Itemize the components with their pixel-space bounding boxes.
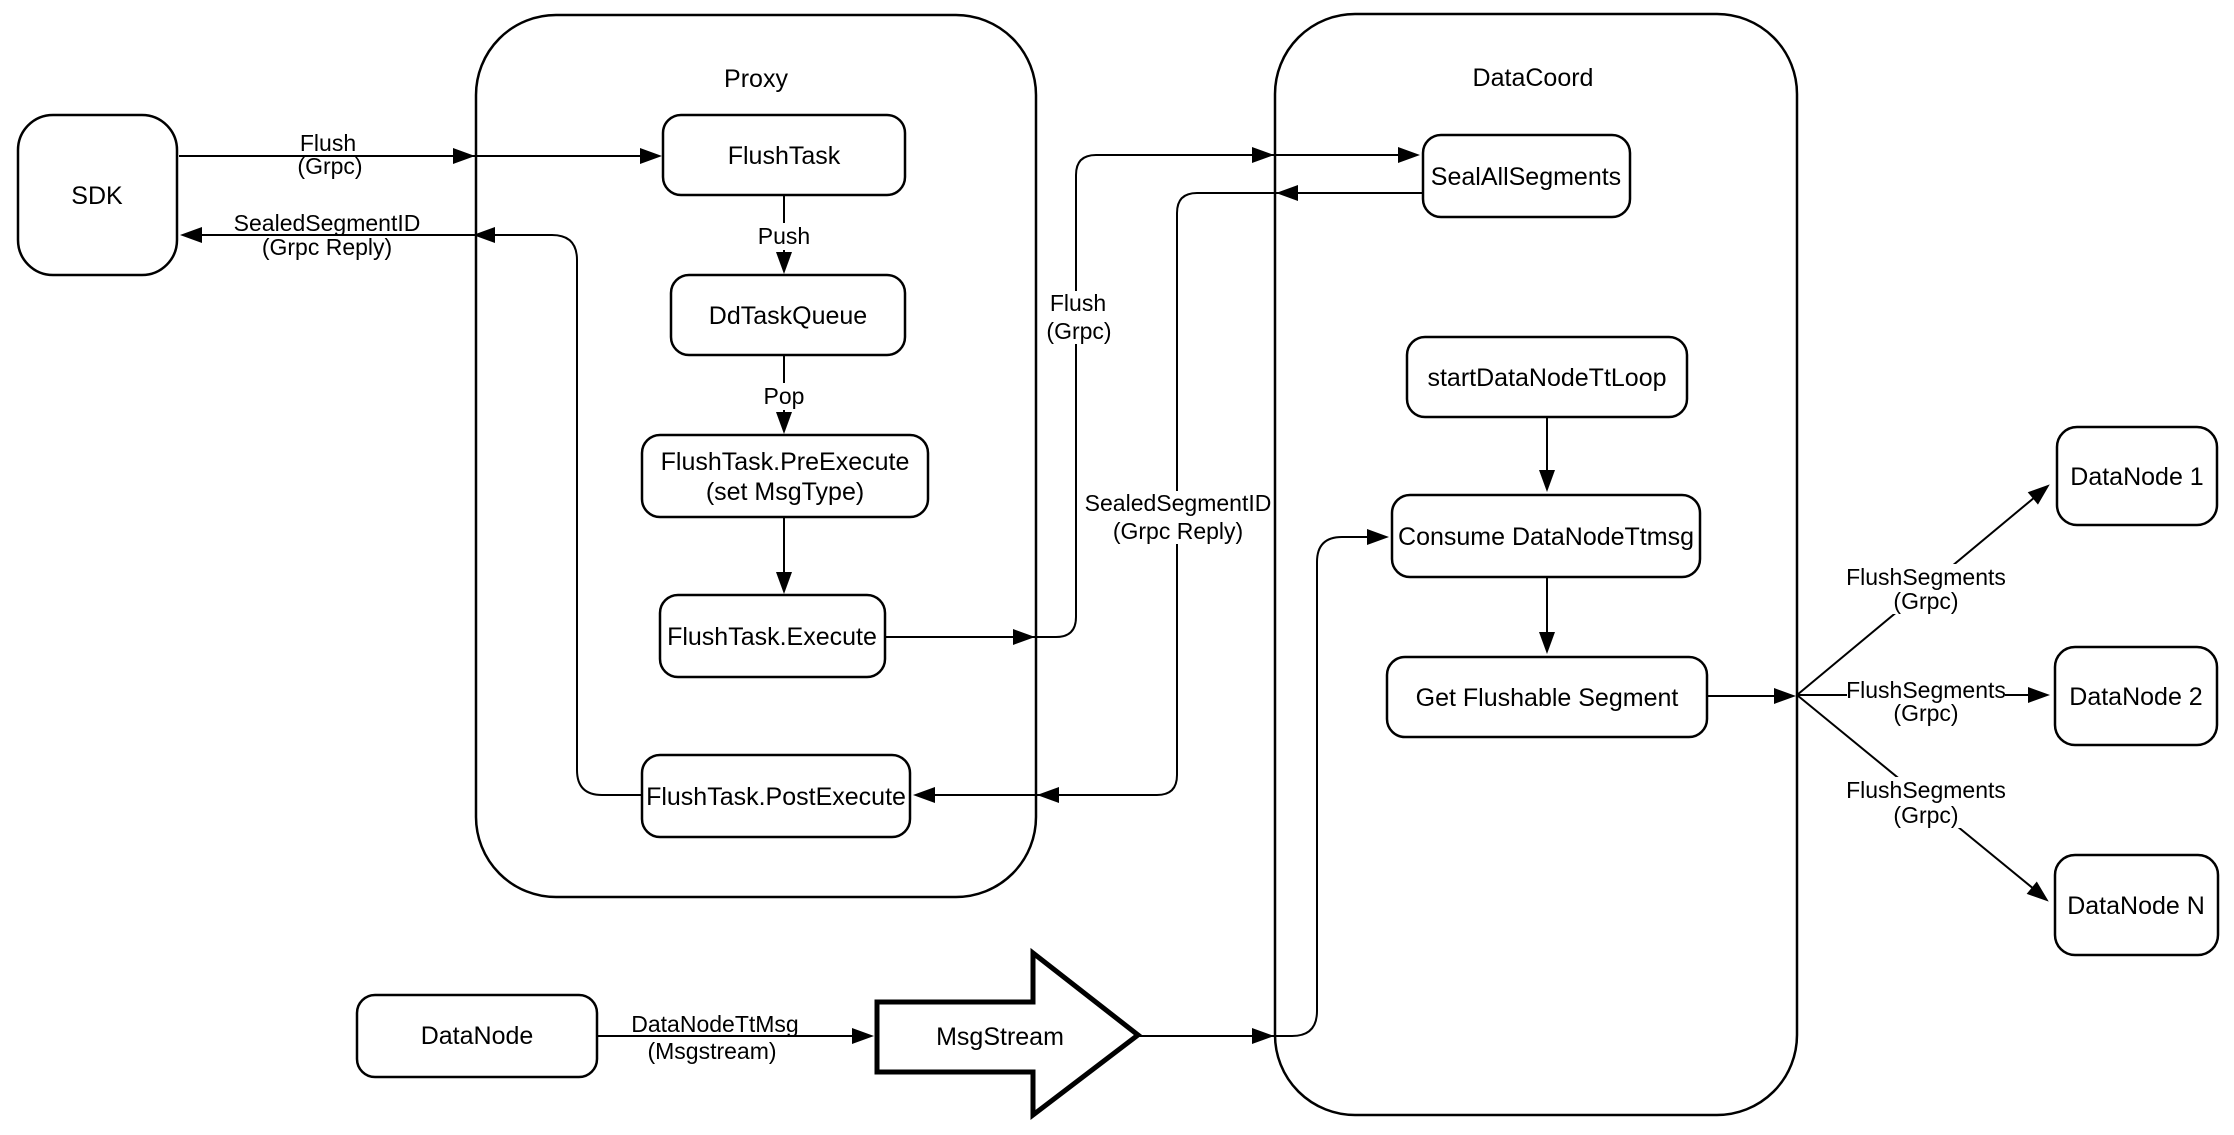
edge-label-sealed-mid-line2: (Grpc Reply) — [1113, 518, 1243, 544]
arrowhead-icon — [1367, 529, 1389, 545]
ddtaskqueue-label: DdTaskQueue — [709, 302, 867, 330]
edge-label-flushsegments1-line2: (Grpc) — [1893, 588, 1958, 614]
edge-label-flush-sdk-line2: (Grpc) — [297, 153, 362, 179]
edge-label-flush-sdk-line1: Flush — [300, 130, 356, 156]
label-bg — [1847, 564, 2005, 614]
proxy-container — [474, 13, 1038, 899]
edge-label-datanodettmsg-line2: (Msgstream) — [647, 1038, 776, 1064]
arrowhead-icon — [1774, 688, 1796, 704]
node-postexecute — [640, 753, 912, 839]
edge-label-sealed-sdk-line2: (Grpc Reply) — [262, 234, 392, 260]
edge-msgstream-consume — [1138, 536, 1386, 1037]
edge-label-flush-mid-line1: Flush — [1050, 290, 1106, 316]
preexecute-label-line2: (set MsgType) — [706, 478, 864, 506]
edge-label-sealed-sdk-line1: SealedSegmentID — [234, 210, 421, 236]
msgstream-label: MsgStream — [936, 1023, 1064, 1051]
edge-label-flushsegments3-line1: FlushSegments — [1846, 777, 2006, 803]
datanoden-label: DataNode N — [2067, 892, 2205, 920]
edge-label-pop: Pop — [764, 383, 805, 409]
arrowhead-icon — [180, 227, 202, 243]
arrowhead-icon — [852, 1028, 874, 1044]
datanode2-label: DataNode 2 — [2069, 683, 2202, 711]
node-getflushablesegment — [1385, 655, 1709, 739]
datanode1-label: DataNode 1 — [2070, 463, 2203, 491]
postexecute-label: FlushTask.PostExecute — [646, 783, 906, 811]
arrowhead-icon — [1252, 1028, 1274, 1044]
node-ddtaskqueue — [669, 273, 907, 357]
arrowhead-icon — [1252, 147, 1274, 163]
label-bg — [1043, 291, 1115, 344]
node-datanode1 — [2055, 425, 2219, 527]
arrowhead-icon — [913, 787, 935, 803]
label-bg — [1847, 677, 2005, 727]
arrowhead-icon — [1013, 629, 1035, 645]
node-execute — [658, 593, 887, 679]
node-startdatanodettloop — [1405, 335, 1689, 419]
sdk-label: SDK — [71, 182, 123, 210]
label-bg — [759, 383, 809, 410]
edge-label-datanodettmsg-line1: DataNodeTtMsg — [631, 1011, 798, 1037]
datacoord-container — [1273, 12, 1799, 1117]
edge-label-flushsegments1-line1: FlushSegments — [1846, 564, 2006, 590]
label-bg — [757, 223, 813, 250]
node-consumedatanodettmsg — [1390, 493, 1702, 579]
datacoord-title: DataCoord — [1473, 64, 1594, 92]
execute-label: FlushTask.Execute — [667, 623, 877, 651]
node-datanoden — [2053, 853, 2220, 957]
edge-label-push: Push — [758, 223, 810, 249]
proxy-title: Proxy — [724, 65, 788, 93]
arrowhead-icon — [1539, 632, 1555, 654]
sealallsegments-label: SealAllSegments — [1431, 163, 1621, 191]
node-datanode2 — [2053, 645, 2219, 747]
datanode-bottom-label: DataNode — [421, 1022, 534, 1050]
preexecute-label-line1: FlushTask.PreExecute — [661, 448, 910, 476]
arrowhead-icon — [2028, 687, 2050, 703]
node-sealallsegments — [1421, 133, 1632, 219]
edge-label-sealed-mid-line1: SealedSegmentID — [1085, 490, 1272, 516]
arrowhead-icon — [776, 572, 792, 594]
arrowhead-icon — [776, 252, 792, 274]
arrowhead-icon — [776, 412, 792, 434]
flushtask-label: FlushTask — [728, 142, 841, 170]
node-datanode-bottom — [355, 993, 599, 1079]
label-bg — [1847, 777, 2005, 828]
consumedatanodettmsg-label: Consume DataNodeTtmsg — [1398, 523, 1694, 551]
node-sdk — [16, 113, 179, 277]
label-bg — [1084, 491, 1272, 544]
node-flushtask — [661, 113, 907, 197]
arrowhead-icon — [1276, 185, 1298, 201]
msgstream-arrow-shape — [874, 947, 1143, 1121]
edge-label-flushsegments2-line2: (Grpc) — [1893, 700, 1958, 726]
edge-execute-sealallsegments — [885, 154, 1417, 638]
edge-label-flushsegments3-line2: (Grpc) — [1893, 802, 1958, 828]
arrowhead-icon — [453, 148, 475, 164]
startdatanodettloop-label: startDataNodeTtLoop — [1427, 364, 1666, 392]
node-preexecute — [640, 433, 930, 519]
edge-label-flush-mid-line2: (Grpc) — [1046, 318, 1111, 344]
arrowhead-icon — [640, 148, 662, 164]
arrowhead-icon — [1539, 470, 1555, 492]
getflushablesegment-label: Get Flushable Segment — [1416, 684, 1679, 712]
arrowhead-icon — [1037, 787, 1059, 803]
edge-label-flushsegments2-line1: FlushSegments — [1846, 677, 2006, 703]
edge-postexecute-sdk — [183, 234, 642, 796]
arrowhead-icon — [1398, 147, 1420, 163]
